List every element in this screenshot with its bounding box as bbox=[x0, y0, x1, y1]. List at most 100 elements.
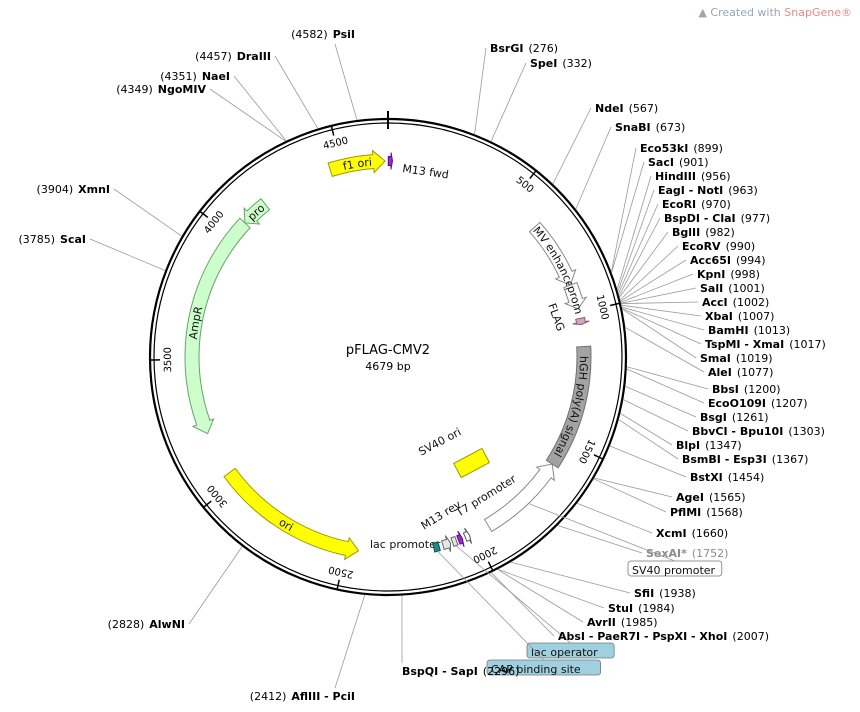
tick-label: 3500 bbox=[163, 347, 174, 373]
site-bbsi: BbsI(1200) bbox=[626, 366, 780, 396]
site-position: (1002) bbox=[733, 296, 770, 309]
site-name: AlwNI bbox=[149, 618, 185, 631]
site-label: SalI(1001) bbox=[700, 282, 765, 295]
tick-mark bbox=[609, 302, 621, 307]
feature-label-path-text: ori bbox=[276, 516, 295, 534]
tick-label: 1000 bbox=[594, 294, 610, 321]
site-position: (977) bbox=[741, 212, 771, 225]
tick-mark bbox=[593, 454, 604, 460]
site-name: XcmI bbox=[656, 527, 687, 540]
site-position: (1261) bbox=[732, 411, 769, 424]
site-stui: StuI(1984) bbox=[497, 568, 675, 615]
sv40-ori-block bbox=[452, 447, 491, 479]
site-label: AvrII(1985) bbox=[587, 616, 657, 629]
feature-shape bbox=[572, 316, 590, 326]
feature-shape bbox=[545, 345, 592, 469]
site-name: BspQI - SapI bbox=[402, 665, 478, 678]
site-position: (4582) bbox=[291, 28, 328, 41]
site-position: (1001) bbox=[728, 282, 765, 295]
site-position: (970) bbox=[701, 198, 731, 211]
site-name: BsrGI bbox=[490, 42, 523, 55]
feature-m13-fwd: M13 fwd bbox=[387, 152, 450, 181]
site-afliii-pcii: (2412)AflIII - PciI bbox=[250, 594, 366, 703]
site-name: BamHI bbox=[708, 324, 749, 337]
site-name: DraIII bbox=[237, 50, 271, 63]
feature-leader bbox=[528, 503, 676, 562]
site-position: (4349) bbox=[116, 83, 153, 96]
site-absi-paer7i-pspxi-xhoi: AbsI - PaeR7I - PspXI - XhoI(2007) bbox=[490, 572, 769, 643]
site-name: AgeI bbox=[676, 491, 704, 504]
site-label: (2828)AlwNI bbox=[108, 618, 185, 631]
site-label: EcoRI(970) bbox=[662, 198, 731, 211]
site-leader bbox=[113, 188, 183, 237]
site-alei: AleI(1077) bbox=[624, 326, 773, 379]
site-label: SacI(901) bbox=[648, 156, 709, 169]
site-xmni: (3904)XmnI bbox=[37, 183, 183, 237]
site-name: NgoMIV bbox=[158, 83, 207, 96]
site-name: PflMI bbox=[670, 506, 701, 519]
site-leader bbox=[620, 273, 694, 303]
site-name: SfiI bbox=[634, 587, 654, 600]
site-position: (1367) bbox=[772, 453, 809, 466]
site-leader bbox=[474, 47, 487, 135]
site-psii: (4582) PsiI bbox=[291, 28, 358, 121]
feature-shape bbox=[563, 281, 588, 310]
tick-mark bbox=[203, 500, 212, 508]
feature-label: SV40 ori bbox=[416, 425, 463, 458]
site-name: EcoO109I bbox=[708, 397, 766, 410]
feature-shape bbox=[327, 149, 386, 178]
site-leader bbox=[620, 413, 673, 446]
site-name: PsiI bbox=[333, 28, 355, 41]
site-name: XbaI bbox=[705, 310, 733, 323]
site-name: AvrII bbox=[587, 616, 616, 629]
tick-label: 4000 bbox=[202, 209, 226, 236]
site-leader bbox=[490, 572, 555, 637]
site-leader bbox=[497, 568, 605, 609]
site-leader bbox=[233, 75, 287, 142]
feature-shape bbox=[387, 152, 393, 170]
site-leader bbox=[619, 245, 679, 301]
site-acc65i: Acc65I(994) bbox=[620, 254, 766, 302]
site-leader bbox=[621, 307, 702, 345]
tick-label: 1500 bbox=[576, 437, 597, 465]
site-leader bbox=[510, 561, 631, 594]
site-position: (1568) bbox=[706, 506, 743, 519]
site-ngomiv: (4349) NgoMIV bbox=[116, 83, 286, 142]
site-label: BsmBI - Esp3I(1367) bbox=[682, 453, 808, 466]
site-position: (1752) bbox=[692, 547, 729, 560]
site-leader bbox=[557, 525, 643, 554]
site-position: (1303) bbox=[788, 425, 825, 438]
site-label: SfiI(1938) bbox=[634, 587, 696, 600]
site-agei: AgeI(1565) bbox=[594, 477, 746, 504]
site-position: (2296) bbox=[483, 665, 520, 678]
site-leader bbox=[626, 366, 709, 390]
site-label: AgeI(1565) bbox=[676, 491, 746, 504]
site-bsmbi-esp3i: BsmBI - Esp3I(1367) bbox=[618, 419, 808, 466]
site-label: XcmI (1660) bbox=[656, 527, 728, 540]
site-position: (901) bbox=[679, 156, 709, 169]
restriction-sites: BsrGI(276)SpeI(332)NdeI(567)SnaBI(673)Ec… bbox=[18, 28, 825, 703]
site-name: BstXI bbox=[690, 471, 723, 484]
site-name: Eco53kI bbox=[640, 142, 688, 155]
site-sexai: SexAI*(1752) bbox=[557, 525, 729, 560]
site-leader bbox=[576, 502, 653, 534]
feature-shape bbox=[243, 198, 271, 225]
site-position: (332) bbox=[562, 57, 592, 70]
site-position: (899) bbox=[693, 142, 723, 155]
site-name: ScaI bbox=[60, 233, 86, 246]
site-label: AccI(1002) bbox=[702, 296, 769, 309]
site-leader bbox=[490, 62, 527, 142]
feature-sv40-promoter: SV40 promoter bbox=[483, 463, 723, 577]
site-position: (3785) bbox=[18, 233, 55, 246]
site-leader bbox=[188, 546, 243, 625]
site-position: (994) bbox=[736, 254, 766, 267]
site-eagi-noti: EagI - NotI(963) bbox=[617, 184, 758, 292]
site-position: (1660) bbox=[692, 527, 729, 540]
site-name: NaeI bbox=[202, 70, 230, 83]
site-label: BspQI - SapI (2296) bbox=[402, 665, 519, 678]
feature-shape bbox=[462, 527, 472, 544]
site-label: EcoO109I(1207) bbox=[708, 397, 808, 410]
site-label: BsgI(1261) bbox=[700, 411, 768, 424]
site-ndei: NdeI(567) bbox=[552, 102, 658, 185]
site-label: Eco53kI (899) bbox=[640, 142, 723, 155]
